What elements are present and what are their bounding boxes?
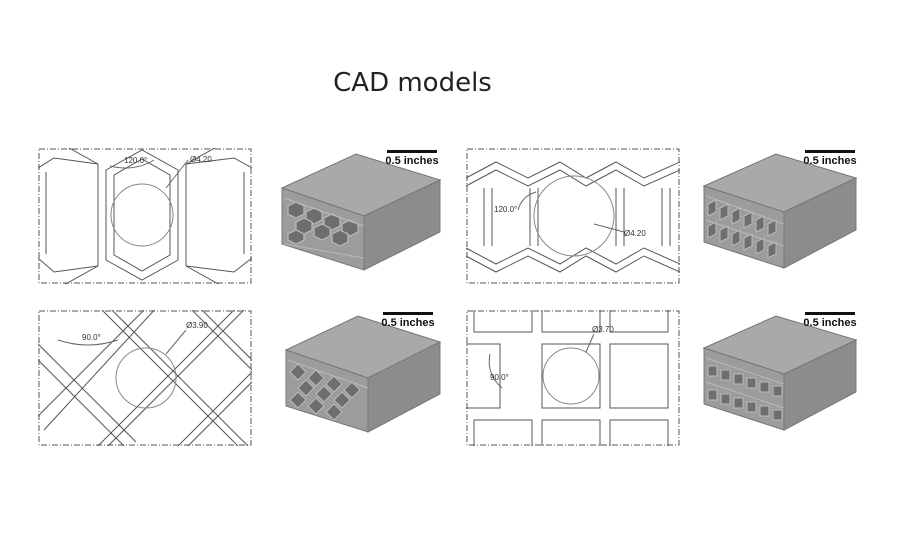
scale-bar-diamond: 0.5 inches — [378, 312, 438, 329]
diameter-label: Ø3.90 — [186, 321, 208, 330]
cad-drawing-diamond: 90.0° Ø3.90 — [38, 310, 252, 446]
cad-model-diamond — [284, 315, 442, 433]
diameter-label: Ø4.20 — [624, 229, 646, 238]
scale-label: 0.5 inches — [381, 317, 435, 329]
scale-line — [387, 150, 437, 153]
cad-model-bowtie — [702, 153, 858, 269]
scale-line — [383, 312, 433, 315]
angle-label: 90.0° — [82, 333, 101, 342]
diameter-label: Ø4.20 — [190, 155, 212, 164]
figure-title: CAD models — [333, 68, 492, 98]
scale-label: 0.5 inches — [803, 155, 857, 167]
angle-label: 120.0° — [494, 205, 517, 214]
scale-line — [805, 312, 855, 315]
cad-model-square — [702, 315, 858, 431]
scale-bar-bowtie: 0.5 inches — [800, 150, 860, 167]
scale-bar-square: 0.5 inches — [800, 312, 860, 329]
cad-drawing-hexagon: 120.0° Ø4.20 — [38, 148, 252, 284]
cad-drawing-square: 90.0° Ø3.70 — [466, 310, 680, 446]
scale-line — [805, 150, 855, 153]
scale-bar-hexagon: 0.5 inches — [382, 150, 442, 167]
scale-label: 0.5 inches — [385, 155, 439, 167]
angle-label: 90.0° — [490, 373, 509, 382]
diameter-label: Ø3.70 — [592, 325, 614, 334]
cad-model-hexagon — [280, 153, 442, 271]
scale-label: 0.5 inches — [803, 317, 857, 329]
angle-label: 120.0° — [124, 156, 147, 165]
cad-drawing-bowtie: 120.0° Ø4.20 — [466, 148, 680, 284]
